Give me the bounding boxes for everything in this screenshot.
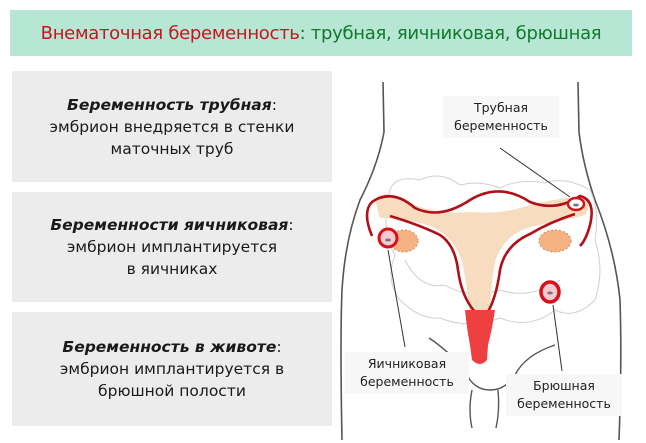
abdominal-embryo-icon <box>539 280 561 304</box>
label-tubal-pregnancy: Трубная беременность <box>443 96 559 138</box>
panel-ovarian-desc-line2: в яичниках <box>126 260 218 278</box>
pointer-lines <box>387 147 571 372</box>
panel-tubal-desc-line1: эмбрион внедряется в стенки <box>49 117 295 136</box>
panel-ovarian-desc-line1: эмбрион имплантируется <box>66 238 278 256</box>
panel-tubal: Беременность трубная: эмбрион внедряется… <box>12 71 332 182</box>
colon: : <box>271 95 277 114</box>
label-line: беременность <box>360 374 454 389</box>
panel-ovarian-title: Беременности яичниковая <box>50 216 289 234</box>
header-title-main: Внематочная беременность <box>40 22 300 44</box>
colon: : <box>276 338 282 356</box>
panel-abdominal-desc-line2: брюшной полости <box>98 382 246 400</box>
label-line: Трубная <box>473 100 529 115</box>
colon: : <box>288 216 294 234</box>
page-header: Внематочная беременность : трубная, яичн… <box>10 10 632 56</box>
panel-tubal-desc-line2: маточных труб <box>110 139 234 158</box>
header-title-types: : трубная, яичниковая, брюшная <box>299 22 602 44</box>
panel-abdominal: Беременность в животе: эмбрион имплантир… <box>12 312 332 426</box>
anatomy-diagram <box>340 81 622 441</box>
fallopian-tubes-icon <box>365 190 593 316</box>
right-ovary-icon <box>538 229 572 253</box>
label-abdominal-pregnancy: Брюшная беременность <box>506 374 622 416</box>
label-line: Брюшная <box>533 378 595 393</box>
tubal-embryo-icon <box>566 196 586 212</box>
panel-tubal-title: Беременность трубная <box>67 95 272 114</box>
cervix-icon <box>465 310 495 364</box>
ovarian-embryo-icon <box>377 227 399 249</box>
label-line: беременность <box>517 396 611 411</box>
uterus-icon <box>375 194 589 315</box>
panel-abdominal-title: Беременность в животе <box>62 338 277 356</box>
panel-ovarian: Беременности яичниковая: эмбрион имплант… <box>12 192 332 302</box>
label-line: Яичниковая <box>367 356 447 371</box>
label-ovarian-pregnancy: Яичниковая беременность <box>345 352 469 394</box>
panel-abdominal-desc-line1: эмбрион имплантируется в <box>59 360 285 378</box>
label-line: беременность <box>454 118 548 133</box>
